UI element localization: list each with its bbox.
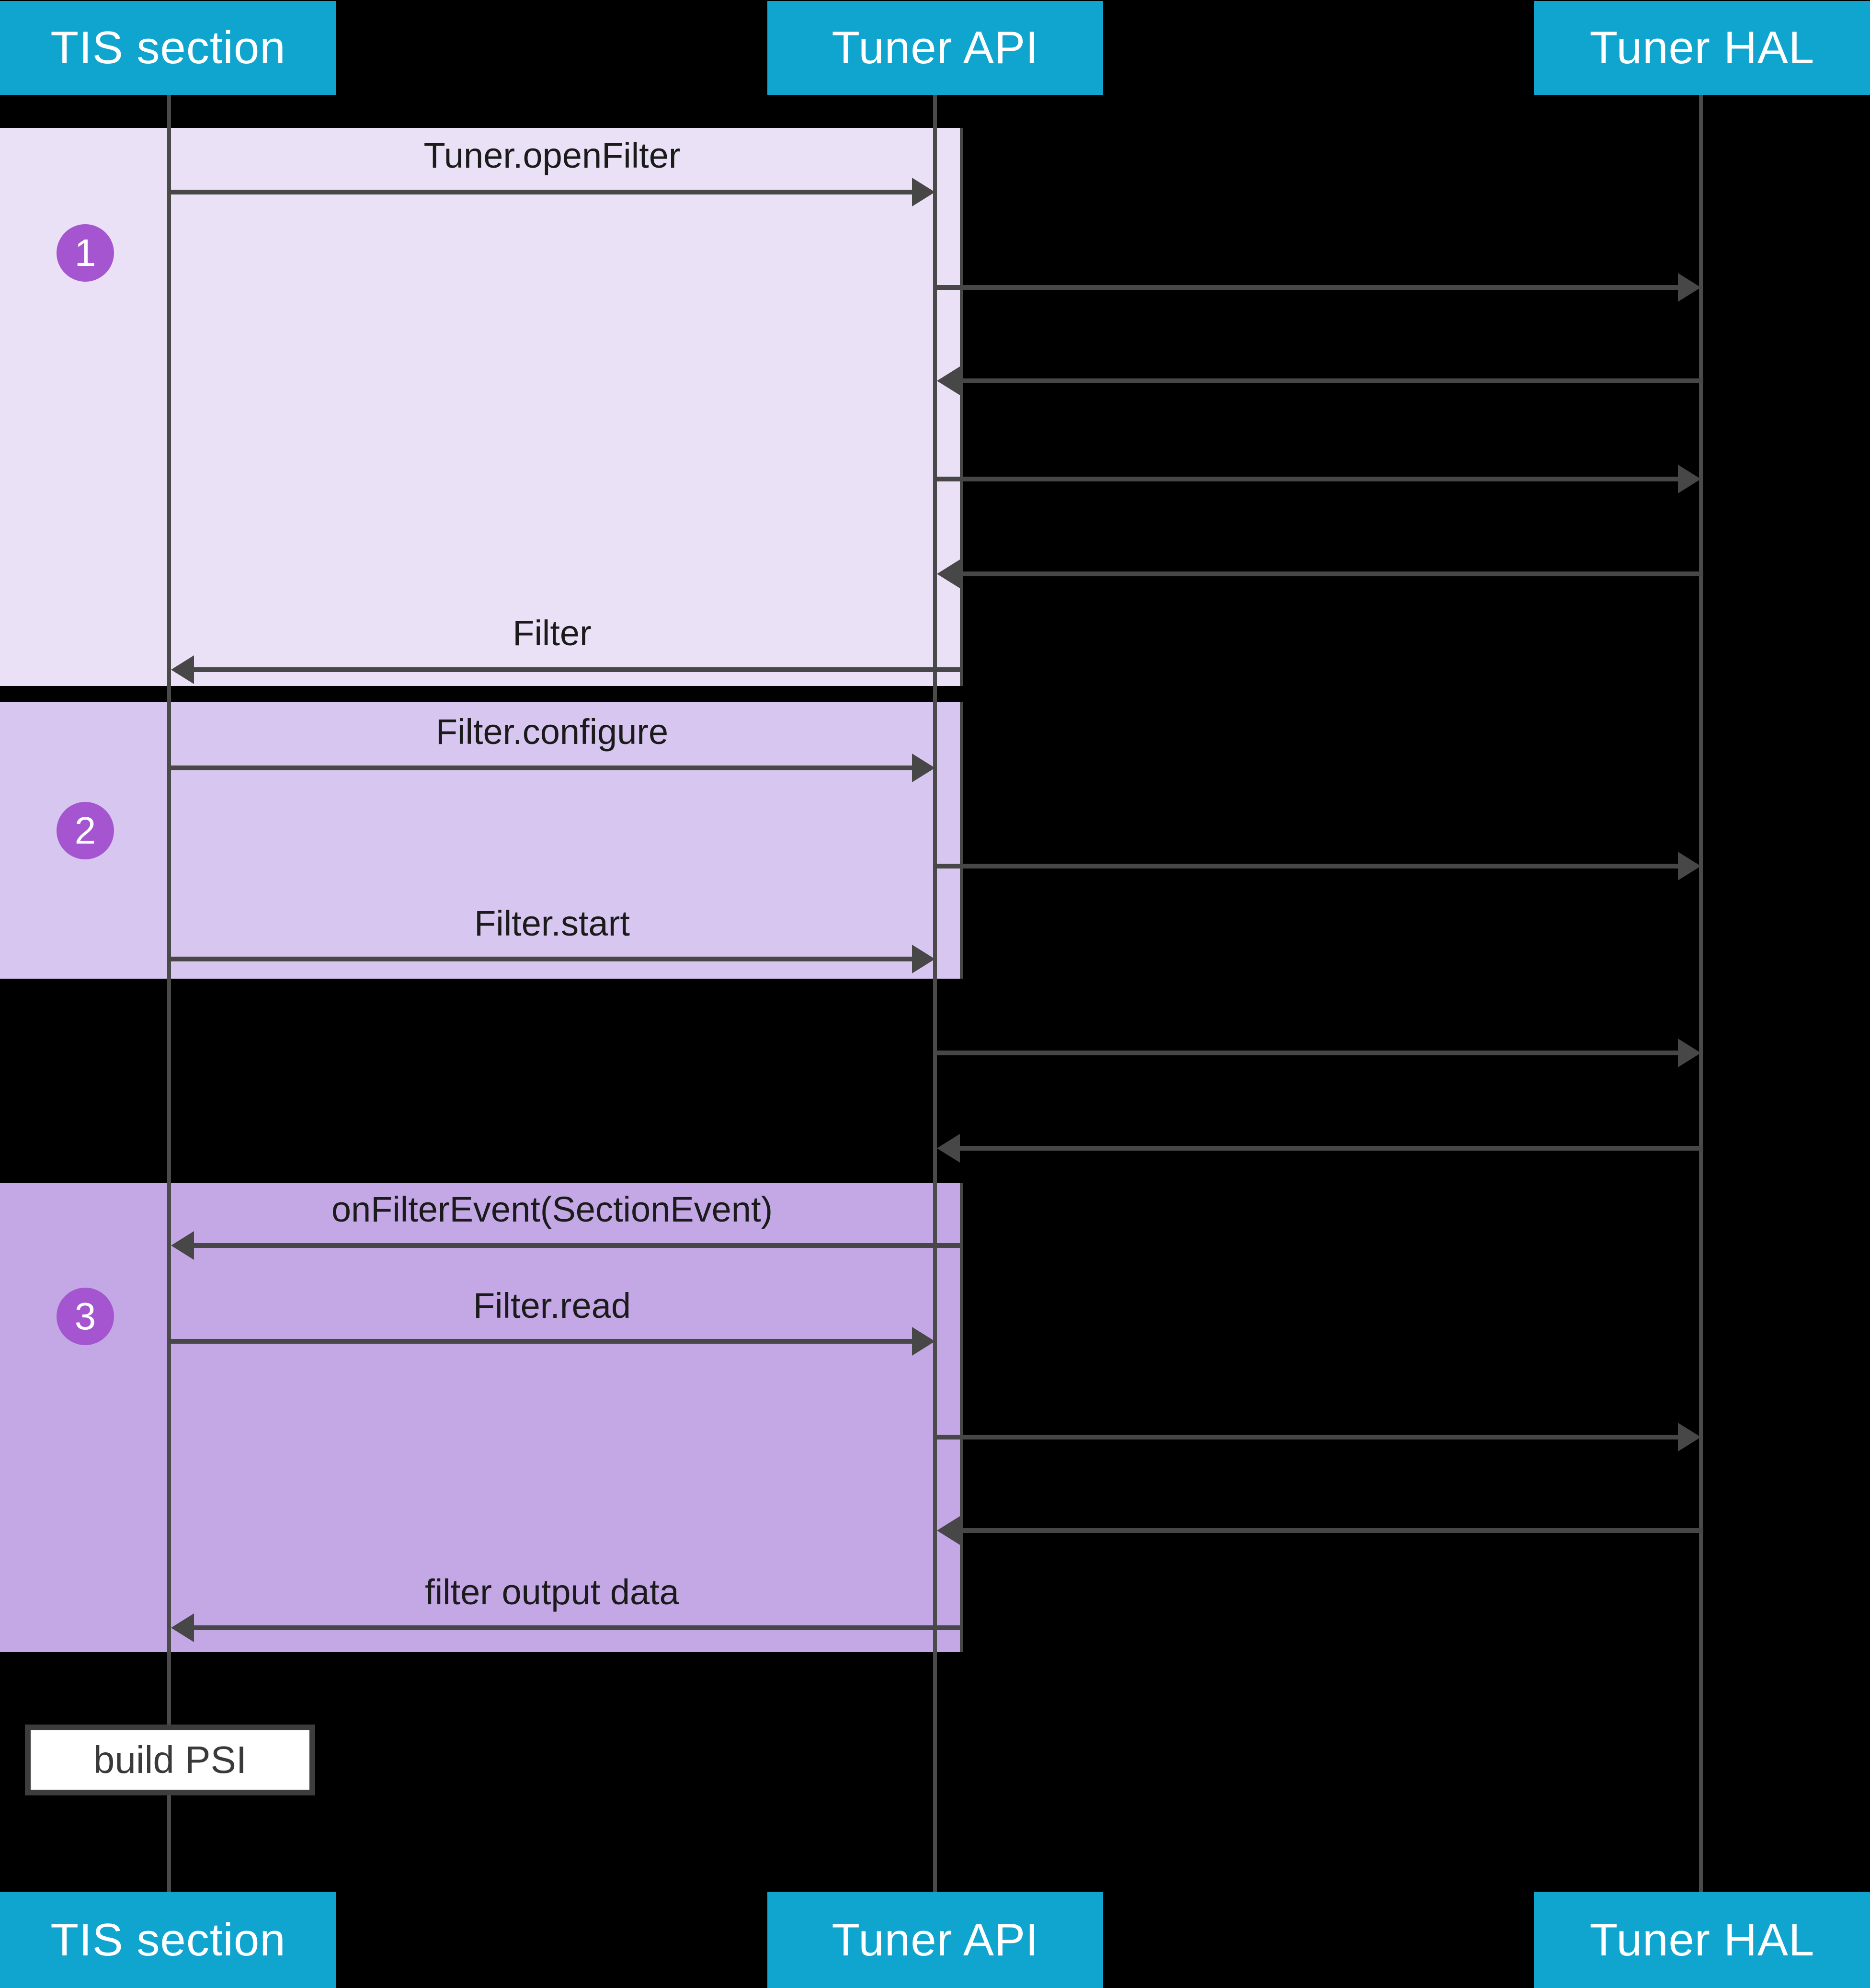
step-2-badge: 2 xyxy=(57,802,114,859)
arrow-api-to-hal-1-shaft xyxy=(935,285,1678,290)
message-label-filter-return: Filter xyxy=(513,613,592,653)
arrow-tuner-openfilter-shaft xyxy=(169,190,917,194)
arrow-api-to-hal-3-head xyxy=(1678,852,1701,880)
section-3-band xyxy=(0,1183,963,1652)
actor-label: Tuner API xyxy=(832,22,1039,73)
arrow-api-to-hal-4-shaft xyxy=(935,1051,1678,1055)
arrow-filter-output-data-head xyxy=(171,1613,194,1642)
actor-header-tuner-api-top: Tuner API xyxy=(767,1,1103,95)
arrow-filter-configure-shaft xyxy=(169,765,917,770)
actor-label: TIS section xyxy=(50,1914,286,1965)
step-1-badge: 1 xyxy=(57,224,114,282)
message-label-filter-configure: Filter.configure xyxy=(435,712,669,752)
arrow-api-to-hal-4-head xyxy=(1678,1039,1701,1067)
arrow-onfilterevent-shaft xyxy=(191,1243,962,1248)
arrow-filter-read-head xyxy=(912,1327,935,1356)
arrow-hal-to-api-1-head xyxy=(937,366,960,395)
message-label-filter-read: Filter.read xyxy=(473,1286,631,1325)
arrow-hal-to-api-2-head xyxy=(937,560,960,588)
lifeline-tuner-hal xyxy=(1699,95,1703,1892)
arrow-tuner-openfilter-head xyxy=(912,178,935,206)
actor-header-tuner-hal-bottom: Tuner HAL xyxy=(1534,1892,1870,1988)
message-label-filter-output-data: filter output data xyxy=(425,1572,679,1612)
arrow-filter-read-shaft xyxy=(169,1339,917,1344)
actor-label: Tuner API xyxy=(832,1914,1039,1965)
actor-header-tuner-hal-top: Tuner HAL xyxy=(1534,1,1870,95)
arrow-api-to-hal-2-head xyxy=(1678,465,1701,493)
build-psi-label: build PSI xyxy=(93,1738,247,1781)
arrow-hal-to-api-3-shaft xyxy=(957,1146,1703,1151)
actor-header-tis-section-bottom: TIS section xyxy=(0,1892,336,1988)
step-number: 3 xyxy=(74,1295,96,1337)
arrow-onfilterevent-head xyxy=(171,1231,194,1260)
step-number: 1 xyxy=(74,231,96,274)
arrow-api-to-hal-2-shaft xyxy=(935,477,1678,481)
message-label-onfilterevent: onFilterEvent(SectionEvent) xyxy=(331,1189,773,1229)
arrow-hal-to-api-1-shaft xyxy=(957,378,1703,383)
arrow-api-to-hal-5-head xyxy=(1678,1423,1701,1451)
actor-label: Tuner HAL xyxy=(1589,1914,1815,1965)
actor-header-tis-section-top: TIS section xyxy=(0,1,336,95)
actor-header-tuner-api-bottom: Tuner API xyxy=(767,1892,1103,1988)
step-number: 2 xyxy=(74,809,96,852)
actor-label: Tuner HAL xyxy=(1589,22,1815,73)
arrow-filter-output-data-shaft xyxy=(191,1625,962,1630)
arrow-hal-to-api-2-shaft xyxy=(957,571,1703,576)
arrow-filter-start-shaft xyxy=(169,957,917,961)
build-psi-note: build PSI xyxy=(25,1725,315,1795)
arrow-hal-to-api-4-head xyxy=(937,1516,960,1545)
arrow-hal-to-api-3-head xyxy=(937,1134,960,1163)
actor-label: TIS section xyxy=(50,22,286,73)
arrow-filter-configure-head xyxy=(912,754,935,782)
arrow-hal-to-api-4-shaft xyxy=(957,1528,1703,1533)
section-1-band xyxy=(0,128,963,686)
lifeline-tuner-api xyxy=(933,95,937,1892)
step-3-badge: 3 xyxy=(57,1288,114,1345)
section-2-band xyxy=(0,702,963,979)
arrow-filter-start-head xyxy=(912,945,935,973)
arrow-filter-return-head xyxy=(171,655,194,684)
arrow-filter-return-shaft xyxy=(191,667,962,672)
message-label-tuner-openfilter: Tuner.openFilter xyxy=(423,136,681,175)
message-label-filter-start: Filter.start xyxy=(474,903,630,943)
arrow-api-to-hal-1-head xyxy=(1678,273,1701,302)
arrow-api-to-hal-5-shaft xyxy=(935,1435,1678,1440)
lifeline-tis-section xyxy=(167,95,171,1892)
arrow-api-to-hal-3-shaft xyxy=(935,864,1678,868)
